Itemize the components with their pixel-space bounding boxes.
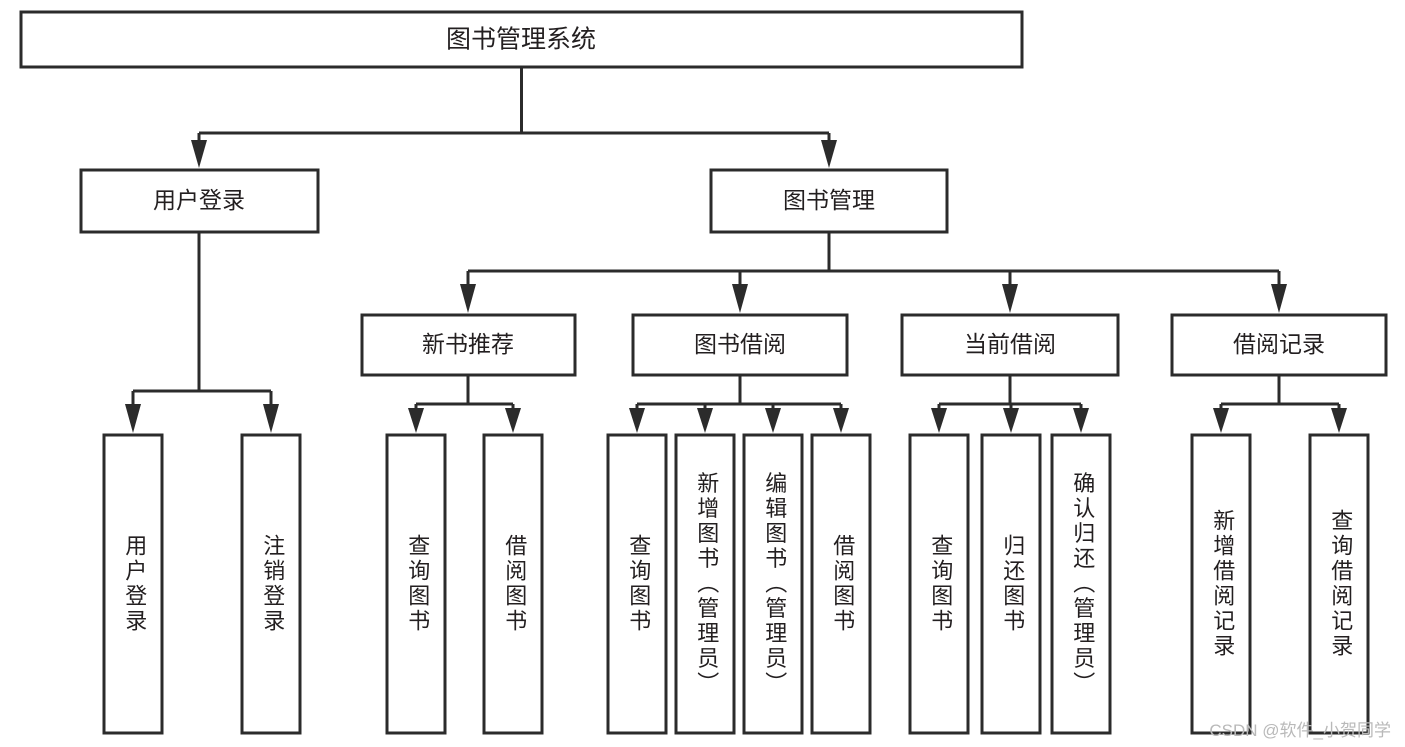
leaf-borrow-book-1-box[interactable] bbox=[482, 433, 544, 735]
leaf-query-record-box[interactable] bbox=[1308, 433, 1370, 735]
leaf-query-book-1[interactable]: 查询图书 bbox=[385, 433, 447, 735]
node-user-login-box[interactable] bbox=[79, 168, 320, 234]
arrow-head-leaf-borrow-book-2 bbox=[833, 408, 849, 433]
leaf-confirm-return-label: 确认归还（管理员） bbox=[1070, 472, 1095, 697]
node-book-manage-box[interactable] bbox=[709, 168, 949, 234]
leaf-user-logout-label: 注销登录 bbox=[260, 534, 285, 634]
leaf-confirm-return[interactable]: 确认归还（管理员） bbox=[1050, 433, 1112, 735]
leaf-add-book-box[interactable] bbox=[674, 433, 736, 735]
leaf-query-book-2-box[interactable] bbox=[606, 433, 668, 735]
arrow-head-leaf-user-login bbox=[125, 404, 141, 433]
leaf-query-book-3[interactable]: 查询图书 bbox=[908, 433, 970, 735]
leaf-edit-book-box[interactable] bbox=[742, 433, 804, 735]
arrow-head-leaf-add-record bbox=[1213, 408, 1229, 433]
arrow-head-user-login bbox=[191, 140, 207, 168]
leaf-query-book-1-box[interactable] bbox=[385, 433, 447, 735]
leaf-edit-book[interactable]: 编辑图书（管理员） bbox=[742, 433, 804, 735]
arrow-head-new-book-rec bbox=[460, 284, 476, 313]
leaf-add-book-label: 新增图书（管理员） bbox=[694, 472, 719, 697]
leaf-add-book[interactable]: 新增图书（管理员） bbox=[674, 433, 736, 735]
leaf-user-logout[interactable]: 注销登录 bbox=[240, 433, 302, 735]
leaf-user-login[interactable]: 用户登录 bbox=[102, 433, 164, 735]
node-borrow-record-box[interactable] bbox=[1170, 313, 1388, 377]
leaf-return-book-box[interactable] bbox=[980, 433, 1042, 735]
node-current-borrow[interactable]: 当前借阅 bbox=[900, 313, 1120, 377]
leaf-query-book-3-label: 查询图书 bbox=[928, 534, 953, 634]
node-new-book-rec-label: 新书推荐 bbox=[422, 331, 514, 357]
arrow-head-leaf-borrow-book-1 bbox=[505, 408, 521, 433]
leaf-user-login-box[interactable] bbox=[102, 433, 164, 735]
node-book-manage-label: 图书管理 bbox=[783, 187, 875, 213]
node-book-borrow[interactable]: 图书借阅 bbox=[631, 313, 849, 377]
leaf-user-logout-box[interactable] bbox=[240, 433, 302, 735]
node-root[interactable]: 图书管理系统 bbox=[19, 10, 1024, 69]
connector-layer bbox=[125, 67, 1347, 433]
leaf-borrow-book-1-label: 借阅图书 bbox=[502, 534, 527, 634]
arrow-head-leaf-query-book-3 bbox=[931, 408, 947, 433]
node-book-borrow-box[interactable] bbox=[631, 313, 849, 377]
node-borrow-record-label: 借阅记录 bbox=[1233, 331, 1325, 357]
leaf-add-record[interactable]: 新增借阅记录 bbox=[1190, 433, 1252, 735]
leaf-query-book-1-label: 查询图书 bbox=[405, 534, 430, 634]
leaf-add-record-label: 新增借阅记录 bbox=[1210, 509, 1235, 659]
leaf-query-book-3-box[interactable] bbox=[908, 433, 970, 735]
arrow-head-book-manage bbox=[821, 140, 837, 168]
node-root-box[interactable] bbox=[19, 10, 1024, 69]
arrow-head-leaf-add-book bbox=[697, 408, 713, 433]
arrow-head-leaf-query-book-2 bbox=[629, 408, 645, 433]
leaf-user-login-label: 用户登录 bbox=[122, 534, 147, 634]
node-current-borrow-box[interactable] bbox=[900, 313, 1120, 377]
arrow-head-leaf-return-book bbox=[1003, 408, 1019, 433]
arrow-head-leaf-user-logout bbox=[263, 404, 279, 433]
arrow-head-leaf-edit-book bbox=[765, 408, 781, 433]
leaf-edit-book-label: 编辑图书（管理员） bbox=[762, 472, 787, 697]
arrow-head-book-borrow bbox=[732, 284, 748, 313]
leaf-query-record-label: 查询借阅记录 bbox=[1328, 509, 1353, 659]
arrow-head-leaf-query-record bbox=[1331, 408, 1347, 433]
arrow-head-borrow-record bbox=[1271, 284, 1287, 313]
node-new-book-rec[interactable]: 新书推荐 bbox=[360, 313, 577, 377]
node-borrow-record[interactable]: 借阅记录 bbox=[1170, 313, 1388, 377]
leaf-borrow-book-2-box[interactable] bbox=[810, 433, 872, 735]
leaf-query-record[interactable]: 查询借阅记录 bbox=[1308, 433, 1370, 735]
leaf-confirm-return-box[interactable] bbox=[1050, 433, 1112, 735]
leaf-return-book-label: 归还图书 bbox=[1000, 534, 1025, 634]
arrow-head-leaf-query-book-1 bbox=[408, 408, 424, 433]
leaf-borrow-book-2[interactable]: 借阅图书 bbox=[810, 433, 872, 735]
arrow-head-leaf-confirm-return bbox=[1073, 408, 1089, 433]
node-new-book-rec-box[interactable] bbox=[360, 313, 577, 377]
node-book-borrow-label: 图书借阅 bbox=[694, 331, 786, 357]
leaf-query-book-2[interactable]: 查询图书 bbox=[606, 433, 668, 735]
arrow-head-current-borrow bbox=[1002, 284, 1018, 313]
leaf-add-record-box[interactable] bbox=[1190, 433, 1252, 735]
node-root-label: 图书管理系统 bbox=[446, 26, 596, 54]
node-current-borrow-label: 当前借阅 bbox=[964, 331, 1056, 357]
leaf-borrow-book-2-label: 借阅图书 bbox=[830, 534, 855, 634]
leaf-borrow-book-1[interactable]: 借阅图书 bbox=[482, 433, 544, 735]
leaf-return-book[interactable]: 归还图书 bbox=[980, 433, 1042, 735]
node-user-login[interactable]: 用户登录 bbox=[79, 168, 320, 234]
leaf-query-book-2-label: 查询图书 bbox=[626, 534, 651, 634]
node-user-login-label: 用户登录 bbox=[153, 187, 245, 213]
node-book-manage[interactable]: 图书管理 bbox=[709, 168, 949, 234]
